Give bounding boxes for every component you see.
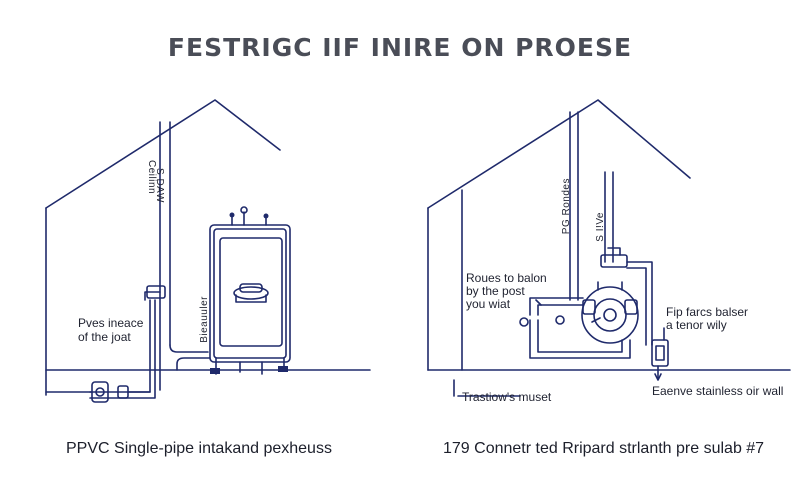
right-vertical-label-1: PG Rondes [561,178,572,235]
left-wall-label: Pves ineace of the joat [78,316,144,344]
left-house [45,99,371,403]
left-vertical-label-1: Ceilinn [146,160,157,195]
right-roof [427,99,691,209]
right-caption: 179 Connetr ted Rripard strlanth pre sul… [443,440,765,457]
left-caption: PPVC Single-pipe intakand pexheuss [66,440,332,457]
right-bottom-left-note: Trastiow's muset [462,390,552,404]
left-pipe-cap [146,285,166,299]
water-heater-burner [233,286,269,300]
diagram-title: FESTRIGC IIF INIRE ON PROESE [167,33,633,62]
right-left-note: Roues to balon by the post you wiat [466,271,547,311]
left-vertical-label-2: S DAW [154,168,165,203]
wall-terminal [651,339,669,367]
left-roof [45,99,281,209]
water-heater-inner [219,237,283,347]
right-right-note: Fip farcs balser a tenor wily [666,305,749,332]
right-vertical-label-2: S I!Ve [595,212,606,242]
water-heater-outer [209,224,291,363]
right-bottom-right-note: Eaenve stainless oir wall [652,384,784,398]
pump-housing [581,286,639,344]
right-house [427,99,791,397]
left-unit-label: Bieauuler [199,296,210,343]
